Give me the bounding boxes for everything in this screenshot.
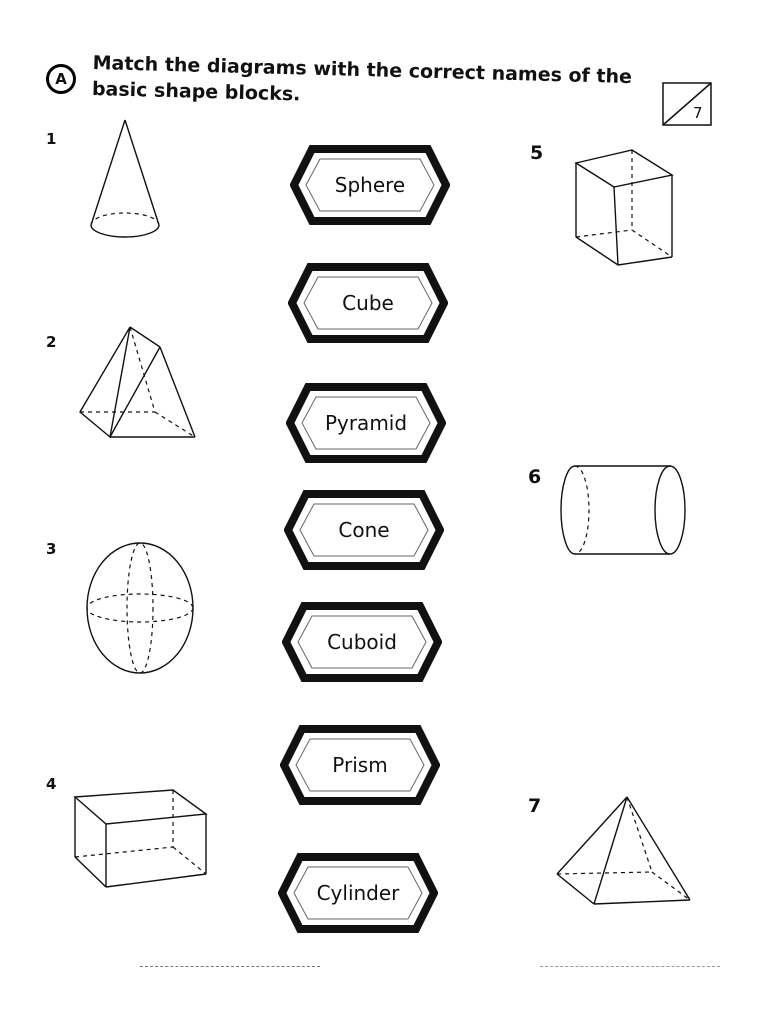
sphere-diagram <box>86 542 194 674</box>
label-pyramid[interactable]: Pyramid <box>285 383 447 463</box>
item-number-3: 3 <box>46 540 57 558</box>
footer-rule <box>140 966 320 967</box>
pyramid-diagram <box>556 796 691 905</box>
cone-diagram <box>90 119 160 238</box>
prism-diagram <box>79 326 196 439</box>
footer-rule <box>540 966 720 967</box>
instruction-text: Match the diagrams with the correct name… <box>91 51 633 106</box>
item-number-6: 6 <box>528 466 542 488</box>
label-text-prism: Prism <box>332 753 388 777</box>
item-number-1: 1 <box>46 130 57 148</box>
cube-diagram <box>574 149 674 266</box>
label-text-pyramid: Pyramid <box>324 411 408 435</box>
score-total: 7 <box>693 104 703 122</box>
label-frame <box>277 853 439 933</box>
score-box <box>662 82 712 126</box>
label-frame <box>279 725 441 805</box>
cylinder-diagram <box>560 465 686 555</box>
item-number-4: 4 <box>46 775 57 793</box>
label-text-sphere: Sphere <box>334 173 406 197</box>
label-frame <box>285 383 447 463</box>
label-frame <box>281 602 443 682</box>
label-cuboid[interactable]: Cuboid <box>281 602 443 682</box>
label-text-cuboid: Cuboid <box>327 630 397 654</box>
label-cube[interactable]: Cube <box>287 263 449 343</box>
label-sphere[interactable]: Sphere <box>289 145 451 225</box>
cuboid-diagram <box>73 789 208 888</box>
label-frame <box>289 145 451 225</box>
label-text-cone: Cone <box>338 518 390 542</box>
label-prism[interactable]: Prism <box>279 725 441 805</box>
label-text-cylinder: Cylinder <box>316 881 400 905</box>
label-frame <box>283 490 445 570</box>
item-number-2: 2 <box>46 333 57 351</box>
item-number-7: 7 <box>528 795 542 817</box>
section-badge: A <box>46 64 76 94</box>
label-frame <box>287 263 449 343</box>
label-cylinder[interactable]: Cylinder <box>277 853 439 933</box>
item-number-5: 5 <box>530 142 544 164</box>
label-text-cube: Cube <box>342 291 394 315</box>
label-cone[interactable]: Cone <box>283 490 445 570</box>
